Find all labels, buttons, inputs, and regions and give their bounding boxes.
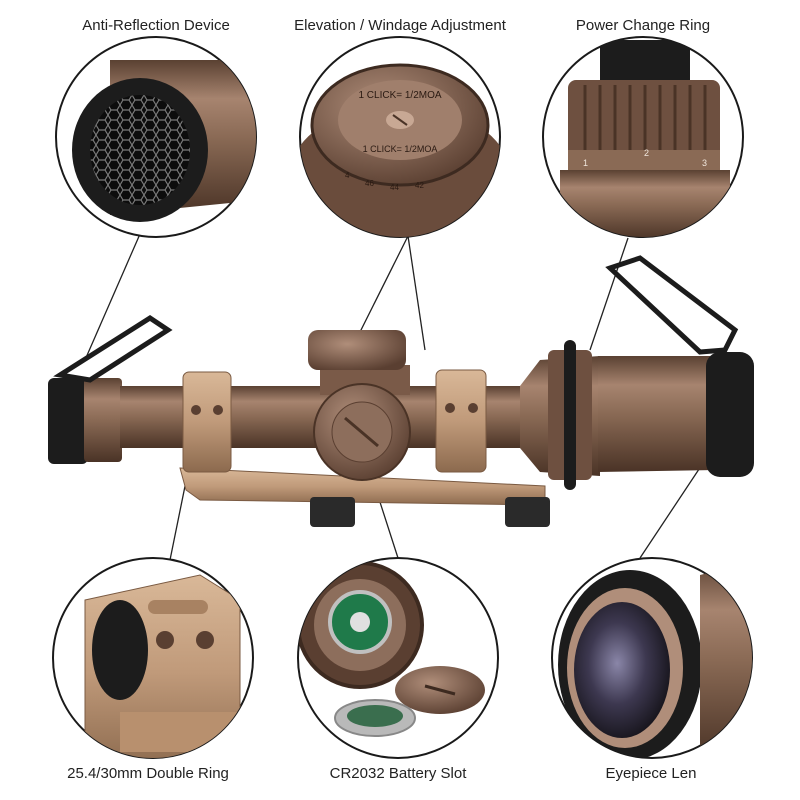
label-double-ring: 25.4/30mm Double Ring (67, 765, 229, 782)
label-eyepiece: Eyepiece Len (605, 765, 697, 782)
rifle-scope (48, 255, 754, 527)
ring-rear (435, 369, 487, 473)
svg-text:4: 4 (345, 171, 350, 180)
label-elevation-windage: Elevation / Windage Adjustment (294, 17, 506, 34)
rear-flip-cover (605, 255, 739, 355)
svg-text:3: 3 (702, 158, 707, 168)
callout-double-ring (52, 557, 254, 759)
svg-text:42: 42 (415, 181, 424, 190)
svg-text:46: 46 (365, 179, 374, 188)
mount-clamp-right (505, 497, 550, 527)
callout-turret: 1 CLICK= 1/2MOA 1 CLICK= 1/2MOA 4 46 44 … (299, 36, 501, 238)
eyepiece-housing (598, 356, 716, 472)
svg-text:1: 1 (583, 158, 588, 168)
label-anti-reflection: Anti-Reflection Device (82, 17, 230, 34)
mount-clamp-left (310, 497, 355, 527)
elevation-turret (308, 330, 406, 370)
front-flip-cover (53, 315, 173, 383)
eyepiece-cover (706, 352, 754, 477)
svg-text:1 CLICK= 1/2MOA: 1 CLICK= 1/2MOA (363, 144, 438, 154)
ring-front (182, 371, 232, 473)
leader-lines (84, 233, 726, 561)
callout-anti-reflection (55, 36, 257, 238)
label-battery-slot: CR2032 Battery Slot (329, 765, 467, 782)
callout-eyepiece (551, 557, 753, 759)
svg-text:1 CLICK= 1/2MOA: 1 CLICK= 1/2MOA (358, 90, 441, 101)
svg-text:44: 44 (390, 183, 399, 192)
cantilever-mount (179, 467, 546, 506)
throw-lever (564, 340, 576, 490)
callout-battery-slot (297, 557, 499, 759)
svg-text:2: 2 (644, 148, 649, 158)
label-power-change-ring: Power Change Ring (575, 17, 711, 34)
objective-bell (84, 378, 122, 462)
objective-cap (48, 378, 88, 464)
callout-power-ring: 1 2 3 (542, 36, 744, 238)
